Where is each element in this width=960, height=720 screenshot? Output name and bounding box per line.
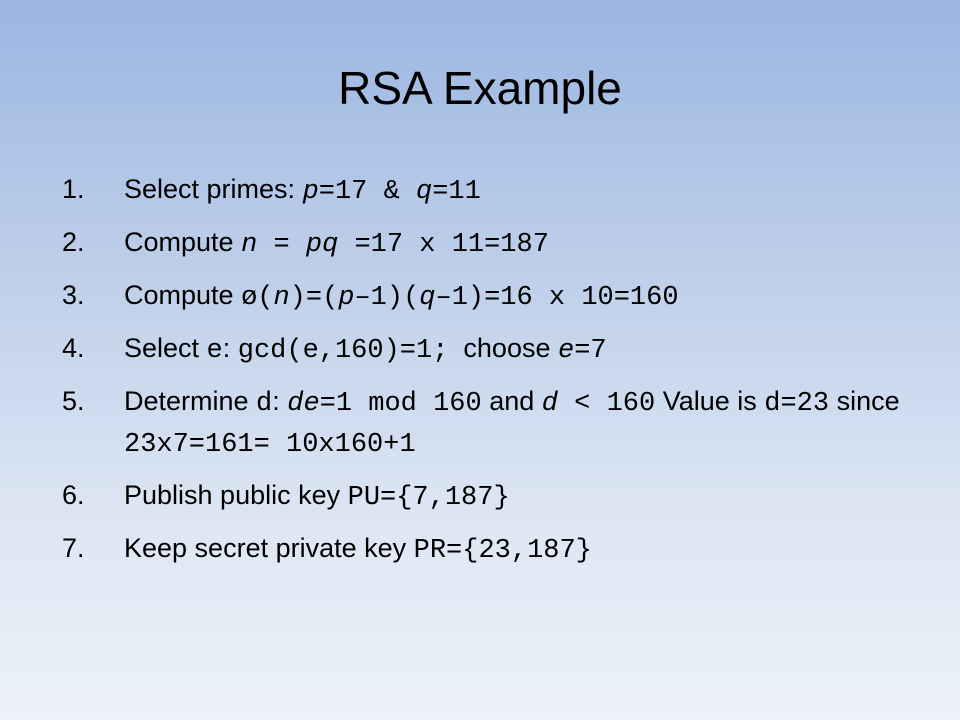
step-label-text: Value is xyxy=(655,386,765,416)
formula-text: PR={23,187} xyxy=(413,536,592,566)
step-number: 7. xyxy=(62,533,85,563)
formula-text: )=( xyxy=(289,283,339,313)
step-item-5: 5. Determine d: de=1 mod 160 and d < 160 … xyxy=(62,382,922,464)
step-number: 4. xyxy=(62,333,85,363)
formula-text: < 160 xyxy=(557,389,656,419)
formula-text: =7 xyxy=(574,336,607,366)
formula-text: =17 x 11=187 xyxy=(338,230,549,260)
step-number: 5. xyxy=(62,386,85,416)
step-label-text: and xyxy=(481,386,542,416)
formula-text: n xyxy=(241,230,258,260)
formula-text: d xyxy=(541,389,558,419)
step-label-text: Publish public key xyxy=(124,480,348,510)
step-text: Compute n = pq =17 x 11=187 xyxy=(124,227,549,260)
formula-text: 23x7=161= 10x160+1 xyxy=(124,430,416,460)
formula-text: e xyxy=(206,336,223,366)
step-label-text: : xyxy=(222,333,238,363)
step-number: 3. xyxy=(62,280,85,310)
step-item-6: 6. Publish public key PU={7,187} xyxy=(62,476,922,517)
step-text: Compute ø(n)=(p–1)(q–1)=16 x 10=160 xyxy=(124,280,679,313)
step-label-text: choose xyxy=(448,333,558,363)
step-item-3: 3. Compute ø(n)=(p–1)(q–1)=16 x 10=160 xyxy=(62,276,922,317)
step-number: 6. xyxy=(62,480,85,510)
formula-text: n xyxy=(273,283,290,313)
step-label-text: Select xyxy=(124,333,207,363)
step-number: 1. xyxy=(62,174,85,204)
formula-text: ø( xyxy=(241,283,274,313)
formula-text: e xyxy=(557,336,575,366)
formula-text: =1 mod 160 xyxy=(319,389,482,419)
formula-text: de xyxy=(287,389,320,419)
formula-text: p xyxy=(302,177,319,207)
formula-text: gcd(e,160)=1; xyxy=(237,336,449,366)
formula-text: d xyxy=(256,389,273,419)
step-number: 2. xyxy=(62,227,85,257)
formula-text: =11 xyxy=(432,177,481,207)
step-label-text: Compute xyxy=(124,280,242,310)
step-text: Publish public key PU={7,187} xyxy=(124,480,510,513)
formula-text: d=23 xyxy=(764,389,830,419)
step-text: Keep secret private key PR={23,187} xyxy=(124,533,592,566)
step-text: Select e: gcd(e,160)=1; choose e=7 xyxy=(124,333,607,366)
formula-text: –1)( xyxy=(354,283,420,313)
step-label-text: Determine xyxy=(124,386,257,416)
step-item-2: 2. Compute n = pq =17 x 11=187 xyxy=(62,223,922,264)
slide-title: RSA Example xyxy=(338,62,622,114)
step-label-text: Select primes: xyxy=(124,174,303,204)
step-text: Determine d: de=1 mod 160 and d < 160 Va… xyxy=(124,386,908,460)
step-label-text: Keep secret private key xyxy=(124,533,414,563)
step-item-1: 1. Select primes: p=17 & q=11 xyxy=(62,170,922,211)
step-label-text: since xyxy=(829,386,908,416)
step-item-4: 4.Select e: gcd(e,160)=1; choose e=7 xyxy=(62,329,922,370)
step-text: Select primes: p=17 & q=11 xyxy=(124,174,481,207)
formula-text: pq xyxy=(305,230,339,260)
formula-text: p xyxy=(338,283,355,313)
formula-text: q xyxy=(419,283,436,313)
step-label-text: Compute xyxy=(124,227,242,257)
formula-text: q xyxy=(415,177,433,207)
step-item-7: 7. Keep secret private key PR={23,187} xyxy=(62,529,922,570)
formula-text: = xyxy=(257,230,306,260)
formula-text: –1)=16 x 10=160 xyxy=(435,283,679,313)
formula-text: =17 & xyxy=(318,177,416,207)
step-label-text: : xyxy=(272,386,288,416)
formula-text: PU={7,187} xyxy=(347,483,510,513)
